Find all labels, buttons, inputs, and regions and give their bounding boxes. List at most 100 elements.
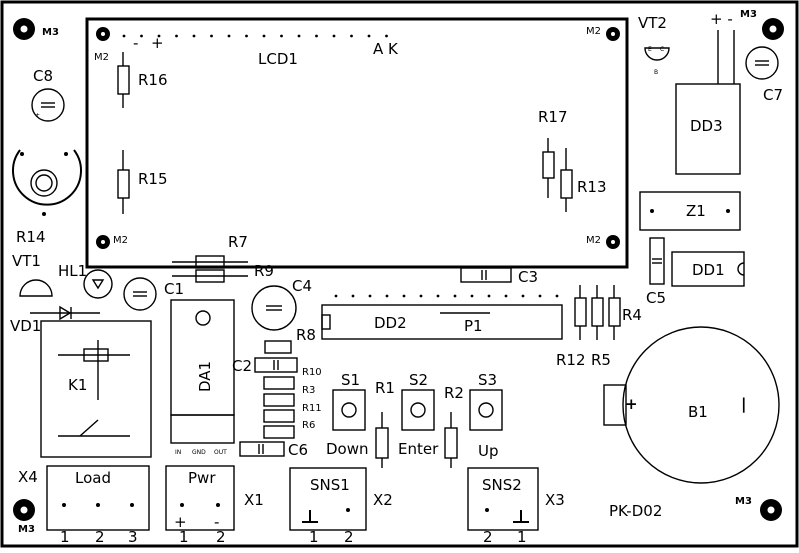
resistor-r17 [542, 138, 555, 198]
label-pwr-pin-2: 2 [216, 528, 226, 546]
dd2-pin-pad [385, 294, 389, 298]
label-dd1: DD1 [692, 261, 725, 279]
mount-hole-m3-top-right [762, 18, 784, 40]
lcd-pin-pad [332, 34, 336, 38]
dd2-pin-pad [334, 294, 338, 298]
label-pwr-minus: - [214, 513, 219, 531]
label-k1: K1 [68, 376, 87, 394]
dd2-pin-pad [470, 294, 474, 298]
label-up: Up [478, 442, 499, 460]
label-r7: R7 [228, 233, 248, 251]
svg-text:E: E [648, 46, 652, 53]
ic-dd3 [675, 30, 741, 175]
label-m3-top-left: M3 [42, 27, 59, 38]
label-s3: S3 [478, 371, 497, 389]
label-r17: R17 [538, 108, 568, 126]
label-m2-bl: M2 [113, 235, 128, 246]
capacitor-c6 [239, 441, 285, 457]
label-m2-tr: M2 [586, 26, 601, 37]
label-vt2-pm: + - [710, 10, 733, 28]
lcd-pin-pad [297, 34, 301, 38]
resistor-r2 [444, 412, 458, 468]
label-x4: X4 [18, 468, 38, 486]
connector-sns2-x3 [467, 467, 539, 531]
dd2-pin-pad [402, 294, 406, 298]
label-r11: R11 [302, 403, 322, 414]
lcd-pin-pad [122, 34, 126, 38]
label-r4: R4 [622, 306, 642, 324]
lcd-pin-pad [140, 34, 143, 38]
label-m3-bottom-right: M3 [735, 496, 752, 507]
label-sns1: SNS1 [310, 476, 350, 494]
label-b1-plus: + [625, 395, 638, 413]
lcd-pin-pad [245, 34, 248, 38]
resistor-r7 [172, 255, 248, 269]
label-r3: R3 [302, 385, 315, 396]
lcd-pin-pad [157, 34, 161, 38]
lcd-pin-pad [175, 34, 178, 38]
ic-dd1 [671, 251, 745, 287]
resistor-r12 [574, 285, 587, 340]
label-dd2: DD2 [374, 314, 407, 332]
connector-load-x4 [46, 465, 150, 531]
capacitor-c4 [251, 285, 297, 331]
lcd-pin-pad [227, 34, 231, 38]
dd2-pin-pad [368, 294, 372, 298]
label-r8: R8 [296, 326, 316, 344]
label-enter: Enter [398, 440, 439, 458]
label-lcd1: LCD1 [258, 50, 298, 68]
mount-hole-m3-top-left [13, 18, 35, 40]
lcd-pin-pad [350, 34, 353, 38]
dd2-pin-pad [555, 294, 559, 298]
label-c8: C8 [33, 67, 53, 85]
lcd1-outline [85, 17, 629, 269]
dd2-pin-pad [419, 294, 423, 298]
label-c1: C1 [164, 280, 184, 298]
label-b1: B1 [688, 403, 708, 421]
label-r2: R2 [444, 384, 464, 402]
label-x1: X1 [244, 491, 264, 509]
potentiometer-r14 [12, 149, 82, 216]
label-r6: R6 [302, 420, 315, 431]
led-hl1 [83, 269, 113, 299]
switch-s1-down[interactable] [332, 389, 366, 431]
resistor-r10 [263, 376, 295, 390]
label-r12: R12 [556, 351, 586, 369]
diode-vd1 [30, 305, 100, 321]
label-vt1: VT1 [12, 252, 41, 270]
lcd-pin-pad [280, 34, 283, 38]
label-x3: X3 [545, 491, 565, 509]
label-c4: C4 [292, 277, 312, 295]
switch-s3-up[interactable] [469, 389, 503, 431]
resistor-r6 [263, 425, 295, 439]
label-da1-in: IN [175, 449, 181, 456]
label-sns1-pin-1: 1 [309, 528, 319, 546]
label-z1: Z1 [686, 202, 706, 220]
switch-s2-enter[interactable] [401, 389, 435, 431]
label-lcd-pins: A K [373, 40, 399, 58]
label-da1-out: OUT [214, 449, 227, 456]
label-r5: R5 [591, 351, 611, 369]
label-da1-gnd: GND [192, 449, 206, 456]
label-r9: R9 [254, 262, 274, 280]
lcd-pin-pad [315, 34, 318, 38]
label-sns2-pin-2: 2 [483, 528, 493, 546]
label-load-pin-2: 2 [95, 528, 105, 546]
connector-sns1-x2 [289, 467, 367, 531]
lcd-pin-row [122, 34, 388, 38]
label-p1: P1 [464, 317, 483, 335]
label-c3: C3 [518, 268, 538, 286]
capacitor-c1 [123, 277, 157, 311]
label-hl1: HL1 [58, 262, 87, 280]
label-m3-top-right: M3 [740, 9, 757, 20]
resistor-r8 [264, 340, 292, 354]
connector-pwr-x1 [165, 465, 235, 531]
label-dd3: DD3 [690, 117, 723, 135]
label-r15: R15 [138, 170, 168, 188]
label-m3-bottom-left: M3 [18, 524, 35, 535]
label-load: Load [75, 469, 111, 487]
capacitor-c8: + [31, 88, 65, 122]
label-sns2-pin-1: 1 [517, 528, 527, 546]
